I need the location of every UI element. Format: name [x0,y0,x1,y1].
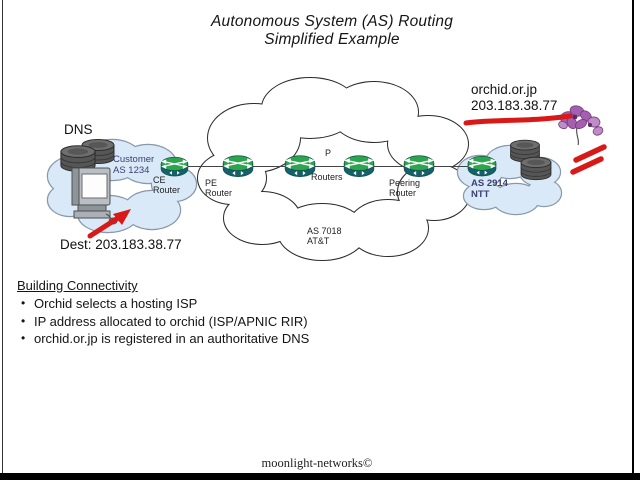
p-label: P [325,148,332,158]
p-router-icon-2 [342,153,376,179]
pe-router-icon [221,153,255,179]
frame-edge-left [2,0,3,473]
peering-router-icon [402,153,436,179]
ce-router-label: CE Router [153,175,181,196]
slide-title-line2: Simplified Example [264,30,400,48]
notes-list: Orchid selects a hosting ISP IP address … [17,296,309,346]
dns-label: DNS [64,122,93,137]
p-routers-label: Routers [311,172,343,182]
connection-line [174,166,482,167]
orchid-ip-label: 203.183.38.77 [471,98,558,113]
frame-edge-right [632,0,634,480]
red-arrow-mark [87,209,131,239]
slide-title: Autonomous System (AS) Routing Simplifie… [30,13,634,49]
note-item: IP address allocated to orchid (ISP/APNI… [21,314,309,329]
peering-router-label: Peering Router [389,178,421,199]
red-underline-mark [463,113,573,126]
dest-label: Dest: 203.183.38.77 [60,237,182,252]
slide-title-line1: Autonomous System (AS) Routing [210,13,454,30]
customer-as-label: Customer AS 1234 [113,154,155,176]
red-break-mark [570,144,607,175]
orchid-domain-label: orchid.or.jp [471,82,538,97]
as2914-label: AS 2914 NTT [471,178,508,200]
notes-heading: Building Connectivity [17,278,138,293]
ntt-edge-router-icon [466,154,498,178]
note-item: Orchid selects a hosting ISP [21,296,309,311]
notes-block: Building Connectivity Orchid selects a h… [17,278,309,349]
pe-router-label: PE Router [205,178,233,199]
letterbox-bottom [0,473,640,480]
note-item: orchid.or.jp is registered in an authori… [21,331,309,346]
footer-credit: moonlight-networks© [261,456,373,470]
as7018-label: AS 7018 AT&T [307,226,342,247]
